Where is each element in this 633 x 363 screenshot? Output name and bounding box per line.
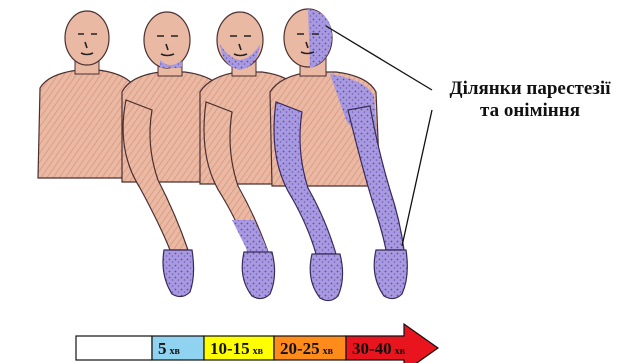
figure-2-head xyxy=(144,12,190,68)
timeline-segment-0 xyxy=(76,336,152,360)
figure-2-hand xyxy=(163,250,194,297)
figure-4-hand-left xyxy=(310,254,342,301)
pointer-line-arm xyxy=(402,110,432,246)
figure-4-20-25min xyxy=(270,9,407,301)
annotation-label-line1: Ділянки парестезії xyxy=(430,78,630,100)
figure-4-hand-right xyxy=(374,250,407,299)
figure-3-hand xyxy=(242,252,274,299)
figure-1-head xyxy=(65,11,109,65)
annotation-label-line2: та оніміння xyxy=(430,100,630,122)
figure-4-numb-head xyxy=(308,9,332,68)
figure-3-head xyxy=(217,12,263,68)
